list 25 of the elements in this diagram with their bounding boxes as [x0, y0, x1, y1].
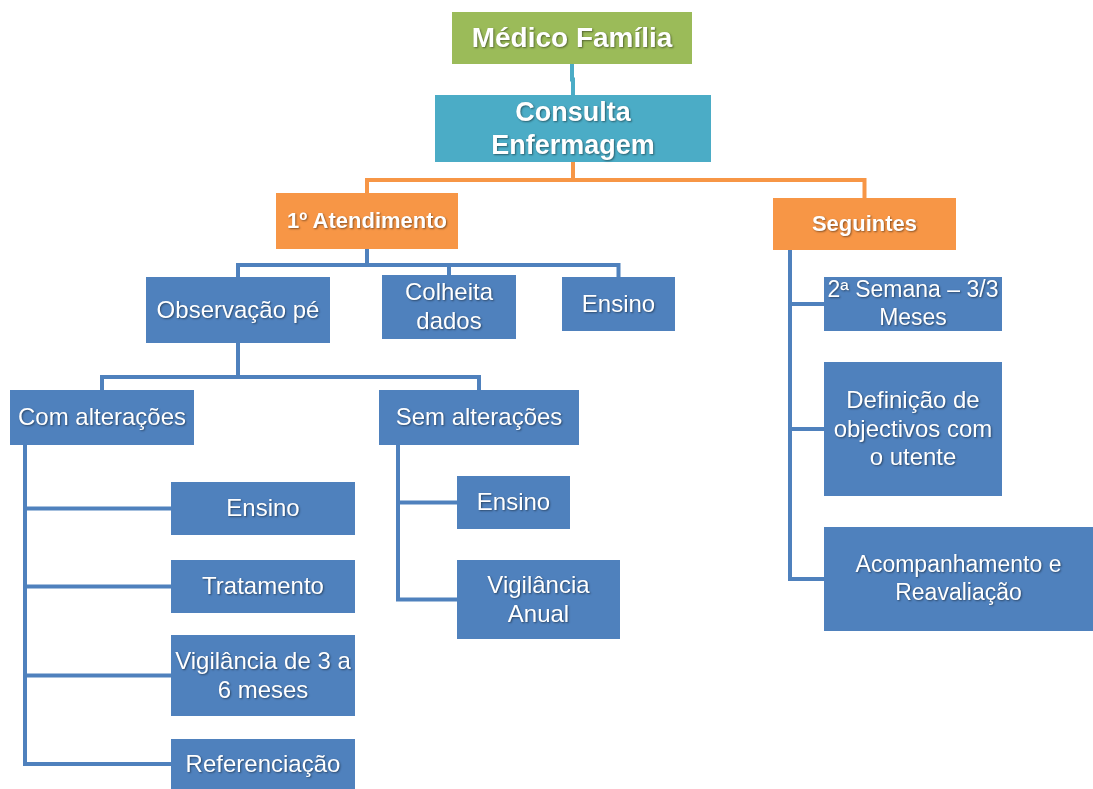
process-box: Vigilância de 3 a 6 meses	[171, 635, 355, 716]
process-box: Colheita dados	[382, 275, 516, 339]
connector-line	[788, 250, 824, 581]
process-box: Consulta Enfermagem	[435, 95, 711, 162]
process-box: Observação pé	[146, 277, 330, 343]
process-box: Ensino	[457, 476, 570, 529]
process-box: Sem alterações	[379, 390, 579, 445]
process-box: Com alterações	[10, 390, 194, 445]
process-box: Ensino	[562, 277, 675, 331]
process-box: 2ª Semana – 3/3 Meses	[824, 277, 1002, 331]
process-box: Ensino	[171, 482, 355, 535]
connector-line	[396, 445, 457, 602]
connector-line	[23, 445, 171, 766]
category-box: 1º Atendimento	[276, 193, 458, 249]
process-box: Vigilância Anual	[457, 560, 620, 639]
category-box: Seguintes	[773, 198, 956, 250]
connector-line	[571, 162, 867, 198]
process-box: Definição de objectivos com o utente	[824, 362, 1002, 496]
process-box: Acompanhamento e Reavaliação	[824, 527, 1093, 631]
title-box: Médico Família	[452, 12, 692, 64]
connector-line	[236, 343, 481, 390]
connector-line	[570, 64, 575, 95]
connector-line	[365, 249, 621, 277]
process-box: Tratamento	[171, 560, 355, 613]
process-box: Referenciação	[171, 739, 355, 789]
